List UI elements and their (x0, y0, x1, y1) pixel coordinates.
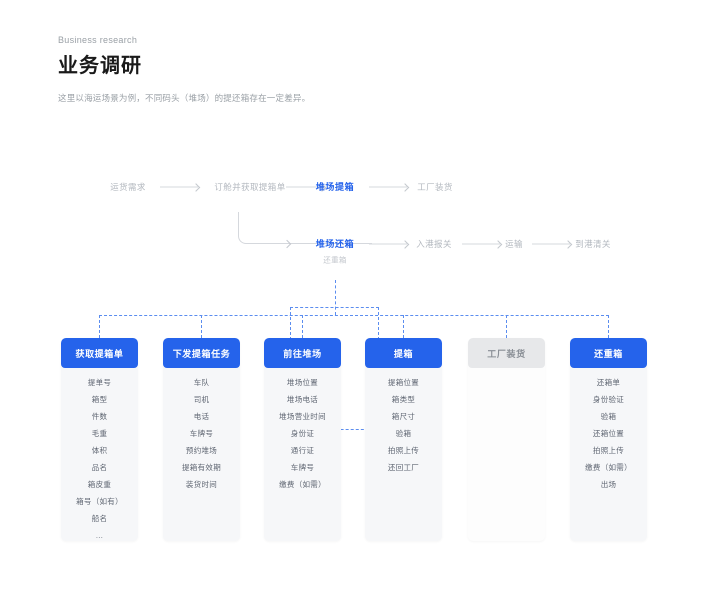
stage-card-item: 缴费（如需） (279, 480, 326, 489)
tree-drop-4 (506, 315, 507, 338)
stage-card-item: 装货时间 (185, 480, 218, 489)
stage-card-4[interactable]: 工厂装货 (468, 338, 545, 541)
stage-card-item: 品名 (91, 463, 108, 472)
stage-card-item: 提箱有效期 (182, 463, 221, 472)
stage-card-item: 验箱 (600, 412, 617, 421)
stage-card-item: 件数 (91, 412, 108, 421)
stage-card-1[interactable]: 下发提箱任务 车队 司机 电话 车牌号 预约堆场 提箱有效期 装货时间 (163, 338, 240, 541)
stage-card-item: 堆场电话 (286, 395, 319, 404)
flow-node-row1-1: 订舱并获取提箱单 (214, 182, 286, 192)
stage-card-item: 箱号（如有） (76, 497, 123, 506)
stage-card-item: ... (95, 531, 104, 540)
tree-drop-1 (201, 315, 202, 338)
stage-card-3-items: 提箱位置 箱类型 箱尺寸 验箱 拍照上传 还回工厂 (365, 368, 442, 474)
stage-card-1-title: 下发提箱任务 (163, 338, 240, 368)
stage-card-item: 拍照上传 (592, 446, 625, 455)
stage-card-item: 车牌号 (189, 429, 214, 438)
stage-card-4-items (468, 368, 545, 377)
tree-drop-3 (403, 315, 404, 338)
stage-card-3[interactable]: 提箱 提箱位置 箱类型 箱尺寸 验箱 拍照上传 还回工厂 (365, 338, 442, 541)
flow-arrow-row2-1 (462, 243, 500, 245)
flow-node-row1-2: 堆场提箱 (315, 182, 355, 192)
stage-card-item: 还箱单 (596, 378, 621, 387)
stage-card-item: 箱型 (91, 395, 108, 404)
tree-stem (335, 280, 336, 315)
stage-card-item: 司机 (193, 395, 210, 404)
stage-card-0-title: 获取提箱单 (61, 338, 138, 368)
stage-card-item: 箱皮重 (87, 480, 112, 489)
stage-card-item: 提箱位置 (387, 378, 420, 387)
stage-card-5[interactable]: 还重箱 还箱单 身份验证 验箱 还箱位置 拍照上传 缴费（如需） 出场 (570, 338, 647, 541)
flow-node-row2-2: 运输 (505, 239, 523, 249)
page-header: Business research 业务调研 这里以海运场景为例，不同码头（堆场… (58, 34, 658, 105)
page-subtitle: 这里以海运场景为例，不同码头（堆场）的提还箱存在一定差异。 (58, 93, 311, 103)
stage-card-5-title: 还重箱 (570, 338, 647, 368)
stage-card-item: 验箱 (395, 429, 412, 438)
flow-arrow-row1-2 (369, 186, 407, 188)
stage-card-item: 电话 (193, 412, 210, 421)
flow-node-row1-0: 运货需求 (110, 182, 146, 192)
stage-card-item: 身份验证 (592, 395, 625, 404)
flow-node-row2-0-sublabel: 还重箱 (323, 255, 347, 265)
flow-node-row1-3: 工厂装货 (417, 182, 453, 192)
stage-card-4-title: 工厂装货 (468, 338, 545, 368)
stage-card-item: 箱尺寸 (391, 412, 416, 421)
tree-bus (99, 315, 609, 316)
stage-card-item: 体积 (91, 446, 108, 455)
connector-tree (0, 278, 706, 346)
stage-card-item: 缴费（如需） (585, 463, 632, 472)
flow-node-row2-0: 堆场还箱 (315, 239, 355, 249)
tree-drop-2 (302, 315, 303, 338)
flow-arrow-row2-0 (369, 243, 407, 245)
flow-node-row2-3: 到港清关 (575, 239, 611, 249)
stage-card-item: 提单号 (87, 378, 112, 387)
stage-card-item: 堆场营业时间 (279, 412, 326, 421)
stage-card-2-items: 堆场位置 堆场电话 堆场营业时间 身份证 通行证 车牌号 缴费（如需） (264, 368, 341, 491)
stage-card-item: 预约堆场 (185, 446, 218, 455)
stage-card-item: 还箱位置 (592, 429, 625, 438)
stage-card-item: 拍照上传 (387, 446, 420, 455)
stage-card-3-title: 提箱 (365, 338, 442, 368)
stage-card-1-items: 车队 司机 电话 车牌号 预约堆场 提箱有效期 装货时间 (163, 368, 240, 491)
page-title: 业务调研 (58, 55, 142, 77)
stage-card-item: 身份证 (290, 429, 315, 438)
flow-return-loop (238, 212, 372, 244)
stage-card-2-title: 前往堆场 (264, 338, 341, 368)
stage-card-5-items: 还箱单 身份验证 验箱 还箱位置 拍照上传 缴费（如需） 出场 (570, 368, 647, 491)
flow-arrow-row2-2 (532, 243, 570, 245)
stage-card-2[interactable]: 前往堆场 堆场位置 堆场电话 堆场营业时间 身份证 通行证 车牌号 缴费（如需） (264, 338, 341, 541)
tree-drop-0 (99, 315, 100, 338)
stage-card-item: 出场 (600, 480, 617, 489)
stage-card-item: 还回工厂 (387, 463, 420, 472)
stage-card-item: 船名 (91, 514, 108, 523)
stage-card-item: 箱类型 (391, 395, 416, 404)
flow-node-row2-1: 入港报关 (416, 239, 452, 249)
stage-card-0-items: 提单号 箱型 件数 毛重 体积 品名 箱皮重 箱号（如有） 船名 ... (61, 368, 138, 541)
eyebrow-label: Business research (58, 35, 138, 45)
stage-card-item: 毛重 (91, 429, 108, 438)
flow-arrow-row1-0 (160, 186, 198, 188)
stage-card-list: 获取提箱单 提单号 箱型 件数 毛重 体积 品名 箱皮重 箱号（如有） 船名 .… (0, 338, 706, 548)
stage-card-item: 堆场位置 (286, 378, 319, 387)
stage-card-item: 车牌号 (290, 463, 315, 472)
stage-card-item: 车队 (193, 378, 210, 387)
flow-arrow-row1-1 (286, 186, 324, 188)
tree-drop-5 (608, 315, 609, 338)
stage-card-item: 通行证 (290, 446, 315, 455)
stage-card-0[interactable]: 获取提箱单 提单号 箱型 件数 毛重 体积 品名 箱皮重 箱号（如有） 船名 .… (61, 338, 138, 541)
